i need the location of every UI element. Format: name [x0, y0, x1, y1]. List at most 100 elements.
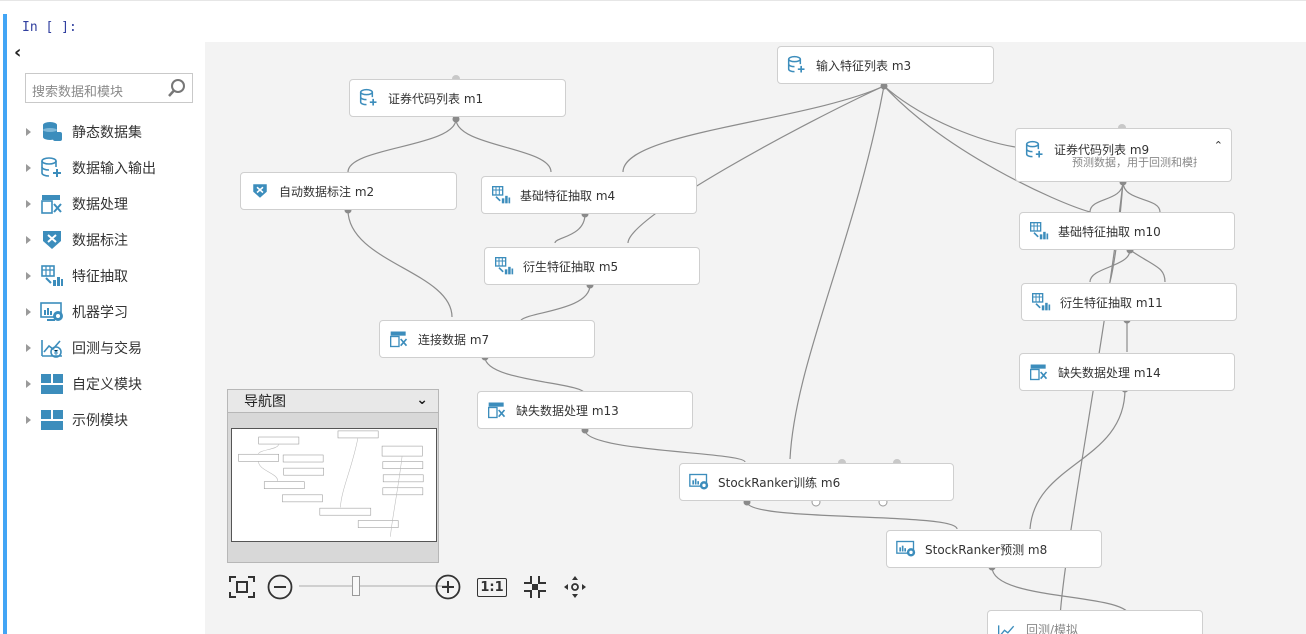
sidebar-item-label: 特征抽取 — [72, 269, 128, 285]
database-add-icon — [40, 156, 64, 180]
node-m10[interactable]: 基础特征抽取 m10 — [1019, 212, 1235, 250]
sidebar-item-label: 回测与交易 — [72, 341, 142, 357]
edge-m14-m8 — [1029, 388, 1126, 530]
expand-arrow-icon — [26, 164, 31, 172]
collapse-sidebar-button[interactable]: ‹ — [14, 42, 22, 63]
expand-arrow-icon — [26, 416, 31, 424]
node-label: 衍生特征抽取 m5 — [523, 259, 619, 274]
table-tools-icon — [1028, 361, 1050, 383]
node-m8[interactable]: StockRanker预测 m8 — [886, 530, 1102, 568]
node-label: 回测/模拟 — [1026, 623, 1079, 634]
sidebar-item-label: 机器学习 — [72, 305, 128, 321]
grid-chart-icon — [1030, 291, 1052, 313]
zoom-in-icon[interactable] — [433, 572, 463, 602]
node-label: StockRanker训练 m6 — [718, 475, 841, 490]
edge-m3-m10 — [883, 85, 1091, 213]
node-label: 输入特征列表 m3 — [816, 58, 912, 73]
pan-icon[interactable] — [560, 572, 590, 602]
node-m4[interactable]: 基础特征抽取 m4 — [481, 176, 697, 214]
node-label: 缺失数据处理 m13 — [516, 403, 619, 418]
edge-m5-m7 — [519, 284, 591, 323]
edge-m4-m5 — [554, 213, 586, 244]
minimap-preview — [238, 430, 424, 537]
sidebar-item-data-processing[interactable]: 数据处理 — [26, 190, 128, 218]
node-label: 基础特征抽取 m10 — [1058, 224, 1161, 239]
edges-layer — [344, 75, 1166, 618]
sidebar-item-feature-extraction[interactable]: 特征抽取 — [26, 262, 128, 290]
node-m2[interactable]: 自动数据标注 m2 — [240, 172, 457, 210]
node-m13[interactable]: 缺失数据处理 m13 — [477, 391, 693, 429]
actual-size-label: 1:1 — [477, 577, 507, 597]
actual-size-button[interactable]: 1:1 — [477, 572, 507, 602]
top-divider — [0, 0, 1306, 1]
fit-view-icon[interactable] — [227, 572, 257, 602]
sidebar-item-label: 数据输入输出 — [72, 161, 156, 177]
edge-m6-m8 — [746, 501, 958, 530]
node-m14[interactable]: 缺失数据处理 m14 — [1019, 353, 1235, 391]
sidebar-item-static-datasets[interactable]: 静态数据集 — [26, 118, 142, 146]
node-m7[interactable]: 连接数据 m7 — [379, 320, 595, 358]
grid-chart-icon — [1028, 220, 1050, 242]
node-m6[interactable]: StockRanker训练 m6 — [679, 463, 954, 501]
database-add-icon — [358, 87, 380, 109]
navigator-minimap[interactable]: 导航图 ⌄ — [227, 389, 439, 563]
zoom-slider[interactable] — [299, 585, 447, 587]
edge-m10-m11-a — [1089, 249, 1131, 283]
node-label: 衍生特征抽取 m11 — [1060, 295, 1163, 310]
node-label: 连接数据 m7 — [418, 332, 490, 347]
label-shield-icon — [249, 180, 271, 202]
sidebar-item-machine-learning[interactable]: 机器学习 — [26, 298, 128, 326]
node-m5[interactable]: 衍生特征抽取 m5 — [484, 247, 700, 285]
edge-m9-m10-b — [1122, 181, 1161, 213]
sidebar-item-label: 静态数据集 — [72, 125, 142, 141]
sidebar-item-example-modules[interactable]: 示例模块 — [26, 406, 128, 434]
node-m3[interactable]: 输入特征列表 m3 — [777, 46, 994, 84]
sidebar-item-data-labeling[interactable]: 数据标注 — [26, 226, 128, 254]
expand-arrow-icon — [26, 272, 31, 280]
module-search-input[interactable]: 搜索数据和模块 — [25, 73, 193, 103]
node-m9[interactable]: 证券代码列表 m9 预测数据，用于回测和模拟 ⌃ — [1015, 128, 1232, 182]
sidebar-item-custom-modules[interactable]: 自定义模块 — [26, 370, 142, 398]
database-add-icon — [786, 54, 808, 76]
trend-coin-icon — [996, 621, 1018, 634]
grid-chart-icon — [493, 255, 515, 277]
sidebar-item-data-io[interactable]: 数据输入输出 — [26, 154, 156, 182]
minimap-header[interactable]: 导航图 ⌄ — [228, 390, 438, 413]
zoom-slider-handle[interactable] — [352, 576, 360, 596]
label-shield-icon — [40, 228, 64, 252]
node-label: StockRanker预测 m8 — [925, 542, 1048, 557]
sidebar-item-backtest-trading[interactable]: 回测与交易 — [26, 334, 142, 362]
sidebar-item-label: 示例模块 — [72, 413, 128, 429]
expand-arrow-icon — [26, 236, 31, 244]
node-m11[interactable]: 衍生特征抽取 m11 — [1021, 283, 1237, 321]
tiles-icon — [40, 408, 64, 432]
edge-m2-m7 — [347, 209, 453, 318]
chevron-down-icon[interactable]: ⌄ — [416, 392, 428, 408]
search-placeholder: 搜索数据和模块 — [32, 85, 124, 100]
minimap-title: 导航图 — [244, 394, 286, 410]
node-description: 预测数据，用于回测和模拟 — [1072, 156, 1197, 169]
cell-prompt: In [ ]: — [22, 20, 77, 35]
edge-m10-m11-b — [1129, 249, 1166, 283]
sidebar-item-label: 自定义模块 — [72, 377, 142, 393]
expand-arrow-icon — [26, 128, 31, 136]
edge-m7-m13 — [484, 356, 586, 395]
node-label: 证券代码列表 m1 — [388, 91, 484, 106]
edge-m3-m6 — [789, 85, 885, 460]
node-m-bottom[interactable]: 回测/模拟 — [987, 610, 1203, 634]
zoom-out-icon[interactable] — [265, 572, 295, 602]
minimap-viewport[interactable] — [231, 428, 437, 542]
search-icon[interactable] — [167, 78, 187, 102]
grid-chart-icon — [40, 264, 64, 288]
edge-m3-m4 — [622, 85, 885, 173]
expand-arrow-icon — [26, 200, 31, 208]
monitor-chart-icon — [895, 538, 917, 560]
workflow-canvas[interactable]: 输入特征列表 m3 证券代码列表 m1 证券代码列表 m9 预测数据，用于回测和… — [205, 42, 1306, 634]
edge-m9-m10-a — [1089, 181, 1124, 213]
node-m1[interactable]: 证券代码列表 m1 — [349, 79, 566, 117]
chevron-up-icon[interactable]: ⌃ — [1213, 139, 1223, 152]
monitor-chart-icon — [40, 300, 64, 324]
node-label: 缺失数据处理 m14 — [1058, 365, 1161, 380]
expand-arrow-icon — [26, 344, 31, 352]
fit-selection-icon[interactable] — [520, 572, 550, 602]
